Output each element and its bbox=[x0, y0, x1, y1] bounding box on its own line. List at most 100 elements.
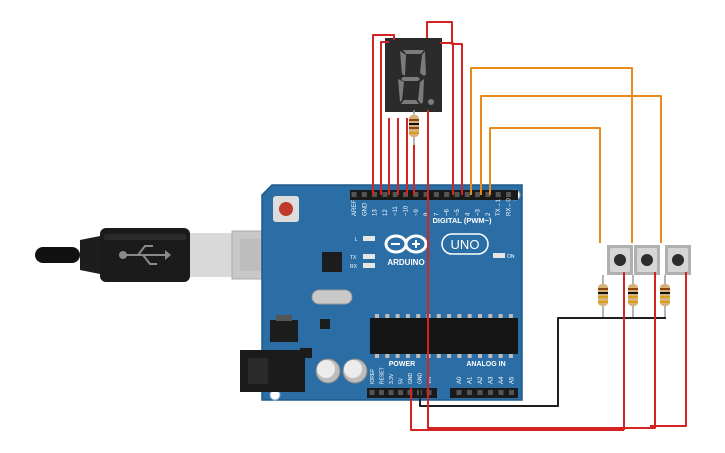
power-pin[interactable] bbox=[398, 390, 403, 395]
segment-g bbox=[401, 77, 420, 81]
button-resistor-1[interactable] bbox=[598, 275, 608, 318]
segment-a bbox=[403, 50, 424, 54]
segment-d bbox=[401, 100, 419, 104]
button-resistor-2[interactable] bbox=[628, 275, 638, 318]
segment-c bbox=[418, 79, 424, 104]
digital-pin[interactable] bbox=[392, 192, 398, 197]
digital-pin-label: 4 bbox=[465, 212, 471, 216]
digital-header-label: DIGITAL (PWM~) bbox=[432, 216, 492, 225]
digital-pin[interactable] bbox=[464, 192, 470, 197]
analog-pin-label: A0 bbox=[457, 376, 463, 384]
digital-pin-label: 12 bbox=[383, 209, 389, 216]
arduino-logo-icon bbox=[384, 234, 428, 254]
digital-pin[interactable] bbox=[403, 192, 408, 197]
analog-pin-label: A1 bbox=[468, 376, 474, 384]
usb-symbol-icon bbox=[119, 245, 165, 265]
digital-pin[interactable] bbox=[475, 192, 481, 197]
digital-pin-label: AREF bbox=[352, 200, 358, 216]
digital-pin[interactable] bbox=[361, 192, 367, 197]
uno-badge bbox=[441, 233, 489, 255]
analog-pin-labels: A0 A1 A2 A3 A4 A5 bbox=[456, 376, 516, 395]
analog-pin-label: A2 bbox=[478, 376, 484, 384]
digital-pin[interactable] bbox=[506, 192, 511, 197]
seven-segment-display[interactable] bbox=[385, 38, 442, 112]
pushbutton-3[interactable] bbox=[665, 245, 691, 275]
display-resistor[interactable] bbox=[409, 110, 419, 145]
display-segments bbox=[398, 50, 434, 105]
digital-pin-label: GND bbox=[362, 202, 368, 216]
power-pin-label: GND bbox=[418, 373, 424, 385]
analog-pin[interactable] bbox=[477, 390, 483, 395]
power-pin[interactable] bbox=[369, 390, 375, 395]
reset-button-cap[interactable] bbox=[279, 202, 293, 216]
digital-pin[interactable] bbox=[454, 192, 460, 197]
usb-metal-shell bbox=[190, 233, 232, 277]
wire-display-common[interactable] bbox=[427, 110, 626, 429]
analog-pin-label: A4 bbox=[499, 376, 505, 384]
led-on-label: ON bbox=[507, 254, 515, 260]
pushbutton-2[interactable] bbox=[634, 245, 660, 275]
analog-pin-label: A3 bbox=[489, 376, 495, 384]
wire-display-5[interactable] bbox=[426, 21, 463, 195]
power-pin-label: Vin bbox=[427, 377, 433, 384]
pushbutton-cap[interactable] bbox=[672, 254, 684, 266]
analog-pin[interactable] bbox=[498, 390, 504, 395]
led-l bbox=[363, 236, 375, 241]
wire-display-12[interactable] bbox=[380, 41, 389, 195]
pushbutton-cap[interactable] bbox=[641, 254, 653, 266]
digital-pin-label: ~11 bbox=[393, 206, 399, 216]
led-l-label: L bbox=[355, 237, 358, 243]
digital-pin-label: ~9 bbox=[414, 208, 420, 216]
crystal-oscillator bbox=[311, 289, 353, 305]
wire-button-2[interactable] bbox=[489, 127, 601, 243]
digital-pin[interactable] bbox=[351, 192, 357, 197]
power-pin-label: 5V bbox=[399, 377, 405, 384]
analog-pin[interactable] bbox=[456, 390, 462, 395]
wire-5v-button-3[interactable] bbox=[650, 272, 687, 427]
atmega-chip bbox=[370, 318, 518, 354]
usb-strain-relief bbox=[80, 236, 100, 274]
wire-button-3[interactable] bbox=[480, 95, 662, 243]
power-pin[interactable] bbox=[388, 390, 394, 395]
power-pin-label: GND bbox=[408, 373, 414, 385]
digital-pin[interactable] bbox=[382, 192, 388, 197]
led-tx bbox=[363, 254, 375, 259]
digital-pin[interactable] bbox=[485, 192, 491, 197]
power-pin-label: RESET bbox=[380, 367, 386, 384]
power-pin-label: 3.3V bbox=[389, 373, 395, 384]
wire-button-4[interactable] bbox=[470, 67, 633, 243]
led-tx-label: TX bbox=[350, 255, 357, 261]
wire-5v[interactable] bbox=[410, 388, 624, 431]
analog-header bbox=[450, 388, 518, 398]
pushbutton-1[interactable] bbox=[607, 245, 633, 275]
digital-pin-label: 13 bbox=[373, 209, 379, 216]
wire-5v-button-2[interactable] bbox=[618, 272, 656, 429]
analog-header-label: ANALOG IN bbox=[466, 361, 505, 368]
digital-pin-label: ~10 bbox=[404, 205, 410, 216]
wire-display-13[interactable] bbox=[372, 34, 395, 195]
digital-pin[interactable] bbox=[372, 192, 378, 197]
digital-pin[interactable] bbox=[444, 192, 450, 197]
pushbutton-cap[interactable] bbox=[614, 254, 626, 266]
power-pin-label: IOREF bbox=[370, 369, 376, 384]
digital-pin[interactable] bbox=[495, 192, 501, 197]
led-rx-label: RX bbox=[350, 264, 358, 270]
digital-pin-label: ~6 bbox=[445, 208, 451, 216]
digital-pin-label: ~5 bbox=[455, 208, 461, 216]
digital-pin[interactable] bbox=[433, 192, 439, 197]
button-resistor-3[interactable] bbox=[660, 275, 670, 318]
digital-pin[interactable] bbox=[413, 192, 419, 197]
led-rx bbox=[363, 263, 375, 268]
analog-pin-label: A5 bbox=[510, 376, 516, 384]
usb-interface-chip bbox=[322, 252, 342, 272]
usb-cable-wire bbox=[35, 247, 80, 263]
wire-ground[interactable] bbox=[419, 317, 666, 407]
analog-pin[interactable] bbox=[467, 390, 472, 395]
led-on bbox=[493, 253, 505, 258]
digital-pin[interactable] bbox=[423, 192, 429, 197]
power-pin[interactable] bbox=[379, 390, 384, 395]
analog-pin[interactable] bbox=[488, 390, 493, 395]
analog-pin[interactable] bbox=[509, 390, 514, 395]
